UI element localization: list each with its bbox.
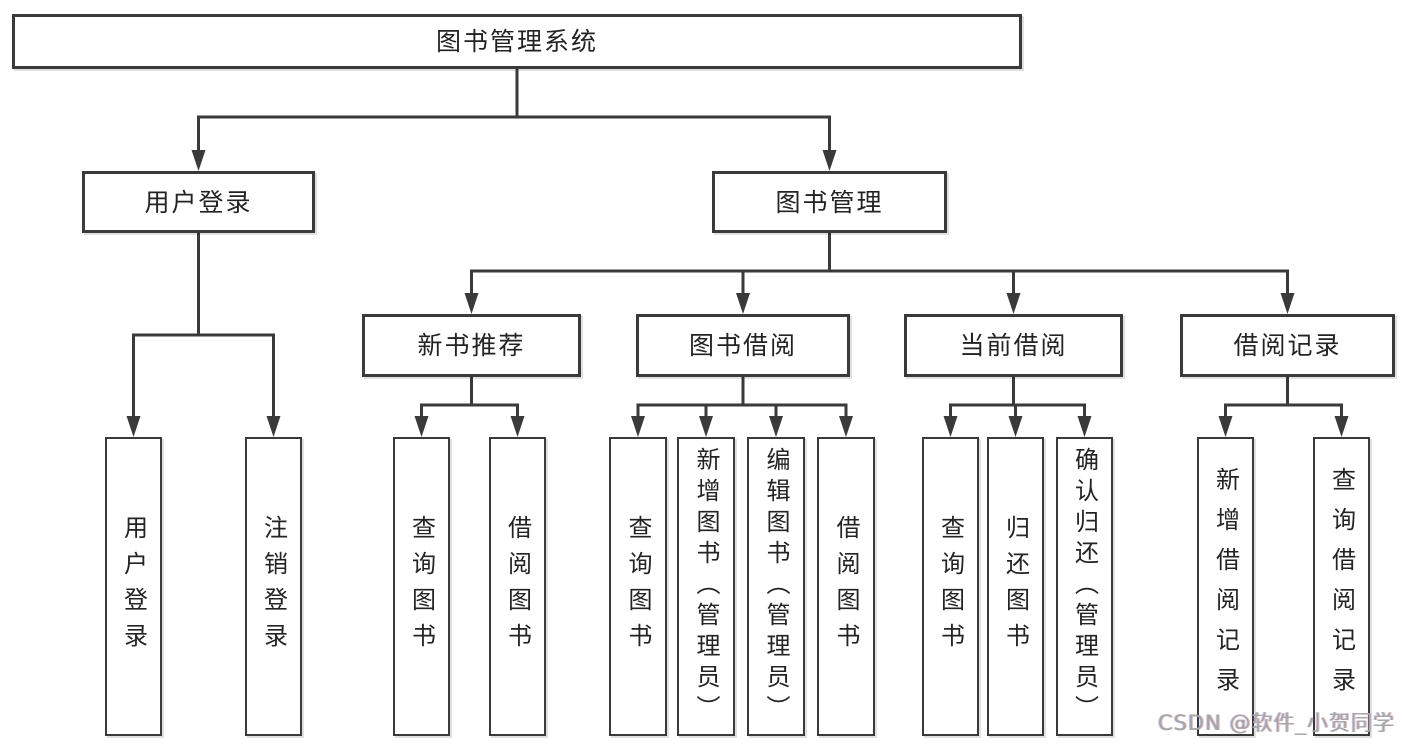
node-label: 确认归还（管理员） xyxy=(1070,447,1099,726)
node-root: 图书管理系统 xyxy=(12,14,1022,69)
node-label: 用户登录 xyxy=(144,187,253,217)
node-user-login: 用户登录 xyxy=(82,171,315,233)
node-label: 图书管理系统 xyxy=(435,27,598,56)
leaf-add-borrow-record: 新增借阅记录 xyxy=(1197,437,1254,736)
node-book-management: 图书管理 xyxy=(712,171,947,233)
leaf-borrow-query-book: 查询图书 xyxy=(609,437,667,736)
leaf-borrow-book: 借阅图书 xyxy=(817,437,875,736)
node-label: 用户登录 xyxy=(119,514,148,659)
node-label: 归还图书 xyxy=(1001,514,1030,659)
node-label: 当前借阅 xyxy=(959,331,1068,360)
node-label: 图书管理 xyxy=(775,187,884,217)
node-label: 编辑图书（管理员） xyxy=(762,447,790,726)
node-label: 图书借阅 xyxy=(688,331,797,360)
leaf-query-borrow-record: 查询借阅记录 xyxy=(1313,437,1370,736)
node-label: 注销登录 xyxy=(259,514,288,659)
leaf-add-book-admin: 新增图书（管理员） xyxy=(677,437,735,736)
node-label: 借阅图书 xyxy=(503,514,532,659)
node-label: 新增图书（管理员） xyxy=(692,447,720,726)
leaf-user-login: 用户登录 xyxy=(105,437,162,736)
leaf-current-query-book: 查询图书 xyxy=(922,437,979,736)
node-label: 新增借阅记录 xyxy=(1211,466,1240,707)
node-label: 查询图书 xyxy=(407,514,436,659)
node-label: 查询借阅记录 xyxy=(1327,466,1356,707)
leaf-confirm-return-admin: 确认归还（管理员） xyxy=(1056,437,1113,736)
leaf-edit-book-admin: 编辑图书（管理员） xyxy=(747,437,805,736)
node-label: 查询图书 xyxy=(936,514,965,659)
leaf-return-book: 归还图书 xyxy=(987,437,1044,736)
leaf-recommend-borrow-book: 借阅图书 xyxy=(489,437,546,736)
node-borrow-record: 借阅记录 xyxy=(1180,314,1395,377)
csdn-watermark: CSDN @软件_小贺同学 xyxy=(1157,711,1395,735)
node-book-borrow: 图书借阅 xyxy=(636,314,850,377)
leaf-logout: 注销登录 xyxy=(245,437,302,736)
node-current-borrow: 当前借阅 xyxy=(904,314,1123,377)
node-label: 新书推荐 xyxy=(417,331,526,360)
node-label: 借阅图书 xyxy=(832,514,860,659)
node-new-book-recommend: 新书推荐 xyxy=(362,314,581,377)
node-label: 借阅记录 xyxy=(1233,331,1342,360)
node-label: 查询图书 xyxy=(624,514,652,659)
leaf-recommend-query-book: 查询图书 xyxy=(393,437,450,736)
